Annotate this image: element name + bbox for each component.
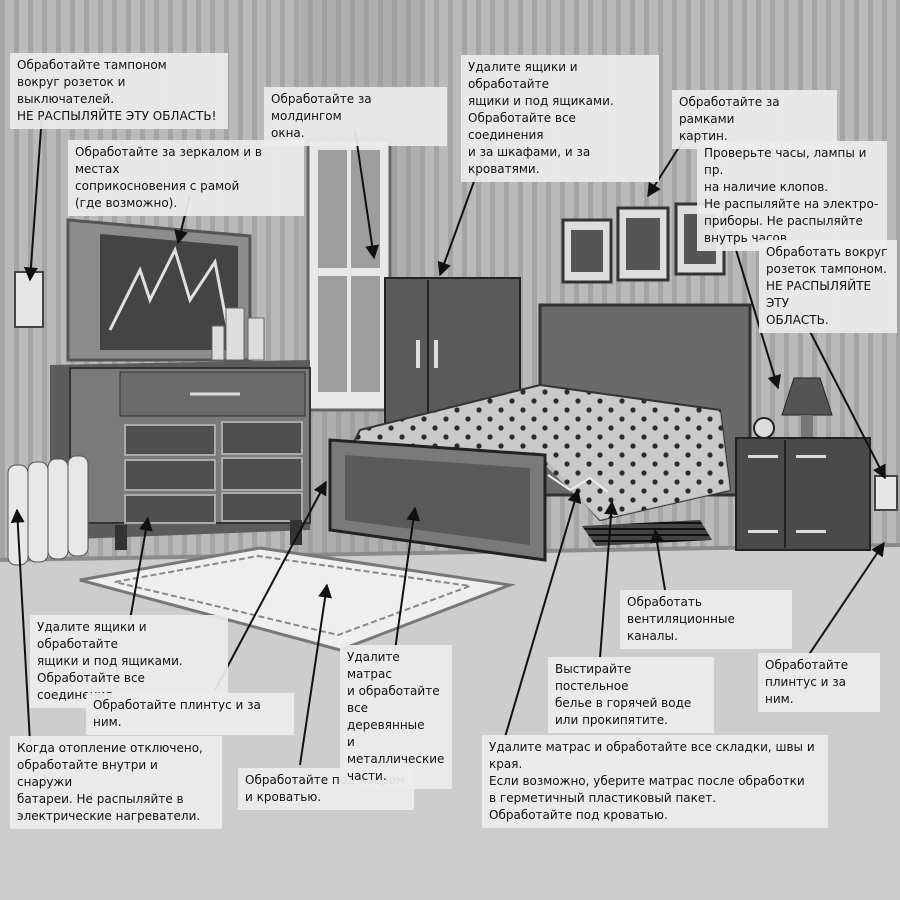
vase [225, 307, 245, 361]
label-window-molding: Обработайте за молдингом окна. [264, 87, 447, 146]
label-linen: Выстирайте постельное белье в горячей во… [548, 657, 714, 733]
label-wardrobe: Удалите ящики и обработайте ящики и под … [461, 55, 659, 182]
bottle-small [211, 325, 225, 361]
lamp [781, 377, 833, 416]
label-dresser-drawers: Удалите ящики и обработайте ящики и под … [30, 615, 228, 708]
clock [753, 417, 775, 439]
label-baseboard-right: Обработайте плинтус и за ним. [758, 653, 880, 712]
bottle [247, 317, 265, 361]
dresser [50, 360, 311, 550]
label-radiator: Когда отопление отключено, обработайте в… [10, 736, 222, 829]
wall-outlet-right [874, 475, 898, 511]
label-mattress: Удалите матрас и обработайте все складки… [482, 735, 828, 828]
rug [79, 546, 516, 652]
label-clocks-lamps: Проверьте часы, лампы и пр. на наличие к… [697, 141, 887, 251]
floor-vent [582, 520, 712, 546]
wall-switch-left [14, 271, 44, 328]
label-mirror: Обработайте за зеркалом и в местах сопри… [68, 140, 304, 216]
radiator [7, 455, 89, 566]
mirror [66, 218, 252, 362]
pointer-arrows [10, 114, 886, 766]
window [306, 138, 392, 412]
label-baseboard-left: Обработайте плинтус и за ним. [86, 693, 294, 735]
lamp-base [801, 415, 813, 437]
label-pictures: Обработайте за рамками картин. [672, 90, 837, 149]
label-outlet-right: Обработать вокруг розеток тампоном. НЕ Р… [759, 240, 897, 333]
label-bed-frame: Удалите матрас и обработайте все деревян… [340, 645, 452, 789]
bed [328, 383, 732, 562]
label-outlet-top-left: Обработайте тампоном вокруг розеток и вы… [10, 53, 228, 129]
nightstand [735, 437, 871, 551]
label-vents: Обработать вентиляционные каналы. [620, 590, 792, 649]
